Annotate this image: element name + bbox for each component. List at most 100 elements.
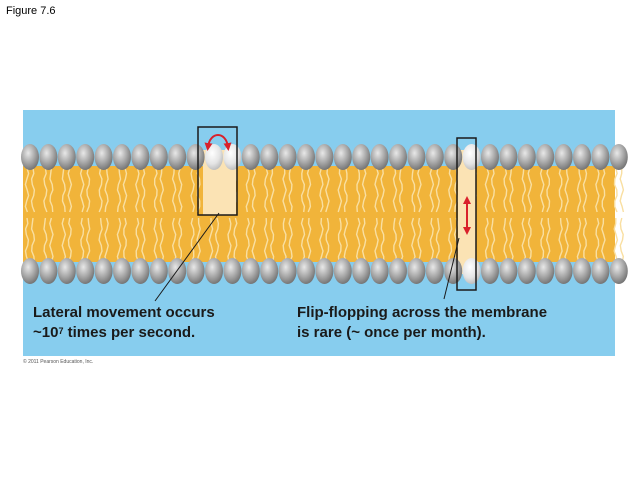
lipid-tail	[49, 217, 54, 263]
phospholipid-head	[223, 258, 242, 284]
phospholipid-head	[149, 258, 168, 284]
lipid-tail	[190, 217, 195, 263]
phospholipid-head	[370, 144, 389, 170]
lipid-tail	[116, 217, 122, 263]
lipid-tail	[270, 217, 275, 263]
phospholipid-head	[94, 144, 113, 170]
lipid-tail	[417, 217, 422, 263]
lipid-tails	[23, 166, 625, 263]
lipid-tail	[178, 217, 183, 263]
lipid-tail	[141, 217, 146, 263]
phospholipid-head	[333, 144, 352, 170]
phospholipid-head	[149, 144, 168, 170]
lipid-tail	[558, 167, 563, 213]
lipid-tail	[356, 167, 361, 213]
figure-label: Figure 7.6	[6, 5, 56, 17]
phospholipid-head	[389, 144, 407, 170]
phospholipid-head	[241, 144, 260, 170]
phospholipid-head	[94, 258, 113, 284]
lipid-tail	[343, 217, 349, 263]
lateral-caption-exponent: 7	[58, 326, 64, 336]
lipid-tail	[171, 167, 177, 213]
lipid-tail	[30, 167, 36, 213]
lateral-movement-caption: Lateral movement occurs ~107 times per s…	[33, 303, 215, 343]
phospholipid-head	[462, 144, 481, 170]
lipid-tail	[411, 217, 416, 263]
phospholipid-head	[499, 144, 518, 170]
phospholipid-head	[131, 144, 150, 170]
lipid-tail	[98, 167, 103, 213]
lipid-tail	[251, 167, 256, 213]
lipid-tail	[233, 217, 238, 263]
phospholipid-head	[260, 144, 279, 170]
phospholipid-head	[315, 258, 334, 284]
lipid-tail	[429, 167, 435, 213]
lipid-tail	[392, 167, 398, 213]
lipid-tail	[98, 217, 103, 263]
hydrophobic-core	[23, 166, 615, 262]
phospholipid-head	[462, 258, 481, 284]
lipid-tail	[490, 167, 496, 213]
lipid-tail	[214, 217, 220, 263]
phospholipid-head	[407, 144, 426, 170]
phospholipid-head	[186, 144, 205, 170]
phospholipid-head	[481, 258, 499, 284]
phospholipid-head	[113, 258, 131, 284]
phospholipid-head	[186, 258, 205, 284]
flip-caption-line1: Flip-flopping across the membrane	[297, 304, 548, 321]
lipid-tail	[392, 217, 397, 262]
phospholipid-head	[352, 144, 371, 170]
lipid-tail	[521, 217, 527, 263]
lipid-tail	[104, 217, 109, 263]
lipid-tail	[190, 167, 195, 213]
lipid-tail	[245, 167, 251, 213]
phospholipid-head	[370, 258, 389, 284]
lipid-tail	[227, 217, 232, 263]
flip-flop-caption: Flip-flopping across the membrane is rar…	[297, 303, 547, 343]
lipid-tail	[67, 217, 72, 263]
lateral-caption-line1: Lateral movement occurs	[33, 304, 215, 321]
flip-leader-line	[443, 237, 460, 300]
phospholipid-head	[223, 144, 242, 170]
lipid-tail	[527, 217, 532, 263]
lipid-tail	[251, 217, 257, 263]
curved-double-arrow-icon	[204, 134, 232, 151]
lipid-tail	[613, 217, 619, 263]
lipid-tail	[545, 217, 551, 263]
phospholipid-head	[39, 144, 58, 170]
lipid-tail	[79, 167, 85, 213]
lipid-tail	[576, 217, 582, 263]
lipid-tail	[576, 167, 582, 213]
lipid-tail	[264, 167, 269, 213]
lipid-tail	[123, 217, 127, 263]
lateral-caption-suffix: times per second.	[63, 324, 196, 341]
lipid-tail	[306, 167, 312, 213]
lipid-tail	[300, 167, 306, 213]
lipid-tail	[153, 167, 158, 213]
lipid-tail	[300, 217, 306, 263]
lipid-tail	[288, 217, 293, 263]
lipid-tail	[619, 167, 625, 213]
phospholipid-head	[425, 144, 444, 170]
lipid-tail	[116, 167, 122, 213]
lipid-tail	[595, 217, 600, 263]
lipid-tail	[398, 217, 404, 263]
lateral-leader-line	[154, 212, 220, 302]
lipid-tail	[527, 167, 533, 213]
lipid-tail	[374, 167, 379, 213]
lipid-tail	[411, 167, 416, 212]
lipid-tail	[374, 217, 379, 263]
lipid-tail	[30, 217, 36, 263]
lipid-tail	[263, 217, 269, 263]
lipid-tail	[288, 167, 293, 213]
lipid-tail	[503, 167, 508, 213]
phospholipid-head	[315, 144, 334, 170]
lateral-caption-prefix: ~10	[33, 324, 59, 341]
lipid-tail	[601, 167, 606, 213]
flip-caption-line2: is rare (~ once per month).	[297, 324, 486, 341]
lipid-tail	[269, 167, 275, 213]
phospholipid-head	[425, 258, 444, 284]
lipid-tail	[49, 167, 54, 213]
lipid-tail	[564, 167, 569, 213]
